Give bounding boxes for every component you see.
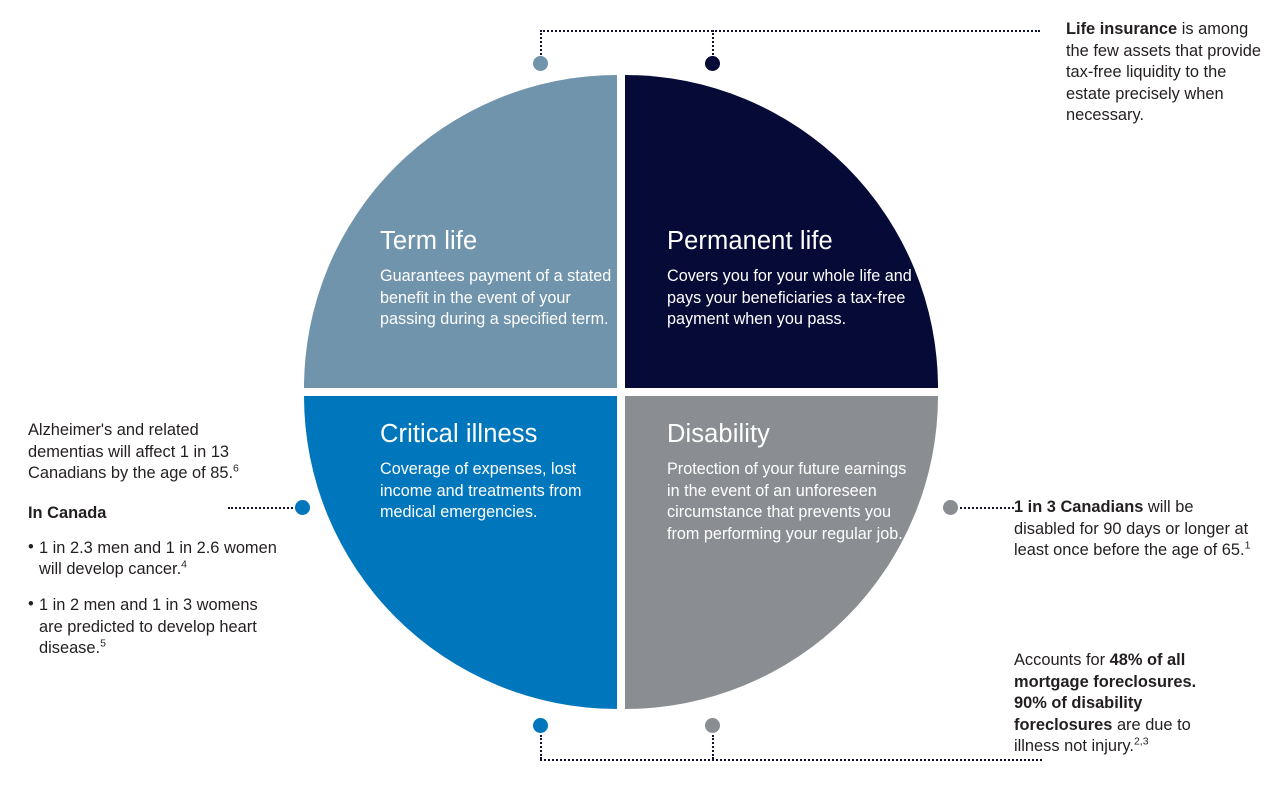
list-item: 1 in 2.3 men and 1 in 2.6 women will dev… — [28, 537, 280, 581]
critical-illness-connector-dot — [533, 718, 548, 733]
top-connector-horizontal-line — [540, 30, 1040, 32]
quadrant-disability-fill: Disability Protection of your future ear… — [625, 396, 938, 709]
left-block-item-0-text: 1 in 2.3 men and 1 in 2.6 women will dev… — [39, 538, 277, 579]
note-foreclosure-stat: Accounts for 48% of all mortgage foreclo… — [1014, 650, 1230, 758]
foreclosure-connector-dots — [984, 759, 1014, 761]
right-connector-horizontal-line — [960, 507, 1014, 509]
note-disability-stat-footnote: 1 — [1244, 539, 1251, 552]
note-foreclosure-footnote: 2,3 — [1133, 735, 1149, 748]
note-foreclosure-part2: are due to illness not injury. — [1014, 715, 1191, 756]
disability-bottom-connector-dot — [705, 718, 720, 733]
left-statistics-block: Alzheimer's and related dementias will a… — [28, 420, 280, 674]
quadrant-critical-illness[interactable]: Critical illness Coverage of expenses, l… — [304, 396, 617, 709]
disability-right-connector-dot — [943, 500, 958, 515]
note-life-insurance-lead: Life insurance — [1066, 20, 1178, 38]
quadrant-critical-illness-fill: Critical illness Coverage of expenses, l… — [304, 396, 617, 709]
left-block-list: 1 in 2.3 men and 1 in 2.6 women will dev… — [28, 537, 280, 660]
term-life-connector-dot — [533, 56, 548, 71]
permanent-life-connector-vertical-line — [712, 30, 714, 58]
quadrant-permanent-life-description: Covers you for your whole life and pays … — [667, 267, 912, 328]
quadrant-disability-title: Disability — [667, 420, 771, 448]
term-life-connector-vertical-line — [540, 30, 542, 58]
quadrant-disability-description: Protection of your future earnings in th… — [667, 460, 907, 543]
left-block-item-1-footnote: 5 — [100, 637, 106, 650]
note-life-insurance: Life insurance is among the few assets t… — [1066, 19, 1271, 127]
note-disability-stat-body: will be disabled for 90 days or longer a… — [1014, 498, 1249, 560]
note-disability-stat-lead: 1 in 3 Canadians — [1014, 498, 1144, 516]
quadrant-term-life-fill: Term life Guarantees payment of a stated… — [304, 75, 617, 388]
quadrant-term-life-description: Guarantees payment of a stated benefit i… — [380, 267, 612, 328]
quadrant-permanent-life-title: Permanent life — [667, 227, 833, 255]
bottom-connector-horizontal-line — [540, 759, 1042, 761]
left-block-intro-footnote: 6 — [233, 462, 239, 475]
permanent-life-connector-dot — [705, 56, 720, 71]
left-block-intro: Alzheimer's and related dementias will a… — [28, 420, 278, 485]
quadrant-term-life-title: Term life — [380, 227, 478, 255]
quadrant-critical-illness-title: Critical illness — [380, 420, 538, 448]
list-item: 1 in 2 men and 1 in 3 womens are predict… — [28, 594, 280, 660]
insurance-quadrant-circle: Term life Guarantees payment of a stated… — [304, 75, 938, 709]
left-block-heading: In Canada — [28, 503, 107, 522]
left-block-item-0-footnote: 4 — [181, 558, 187, 571]
quadrant-permanent-life[interactable]: Permanent life Covers you for your whole… — [625, 75, 938, 388]
left-block-intro-text: Alzheimer's and related dementias will a… — [28, 421, 234, 483]
note-disability-stat: 1 in 3 Canadians will be disabled for 90… — [1014, 497, 1252, 562]
note-foreclosure-bold: 48% of all mortgage foreclosures. 90% of… — [1014, 651, 1197, 734]
note-foreclosure-part1: Accounts for — [1014, 651, 1110, 669]
left-block-item-1-text: 1 in 2 men and 1 in 3 womens are predict… — [39, 595, 258, 658]
note-life-insurance-body: is among the few assets that provide tax… — [1066, 20, 1261, 125]
quadrant-critical-illness-description: Coverage of expenses, lost income and tr… — [380, 460, 582, 521]
quadrant-term-life[interactable]: Term life Guarantees payment of a stated… — [304, 75, 617, 388]
disability-bottom-connector-vertical-line — [712, 735, 714, 759]
critical-illness-connector-vertical-line — [540, 735, 542, 759]
quadrant-disability[interactable]: Disability Protection of your future ear… — [625, 396, 938, 709]
left-connector-horizontal-line — [228, 507, 304, 509]
quadrant-permanent-life-fill: Permanent life Covers you for your whole… — [625, 75, 938, 388]
